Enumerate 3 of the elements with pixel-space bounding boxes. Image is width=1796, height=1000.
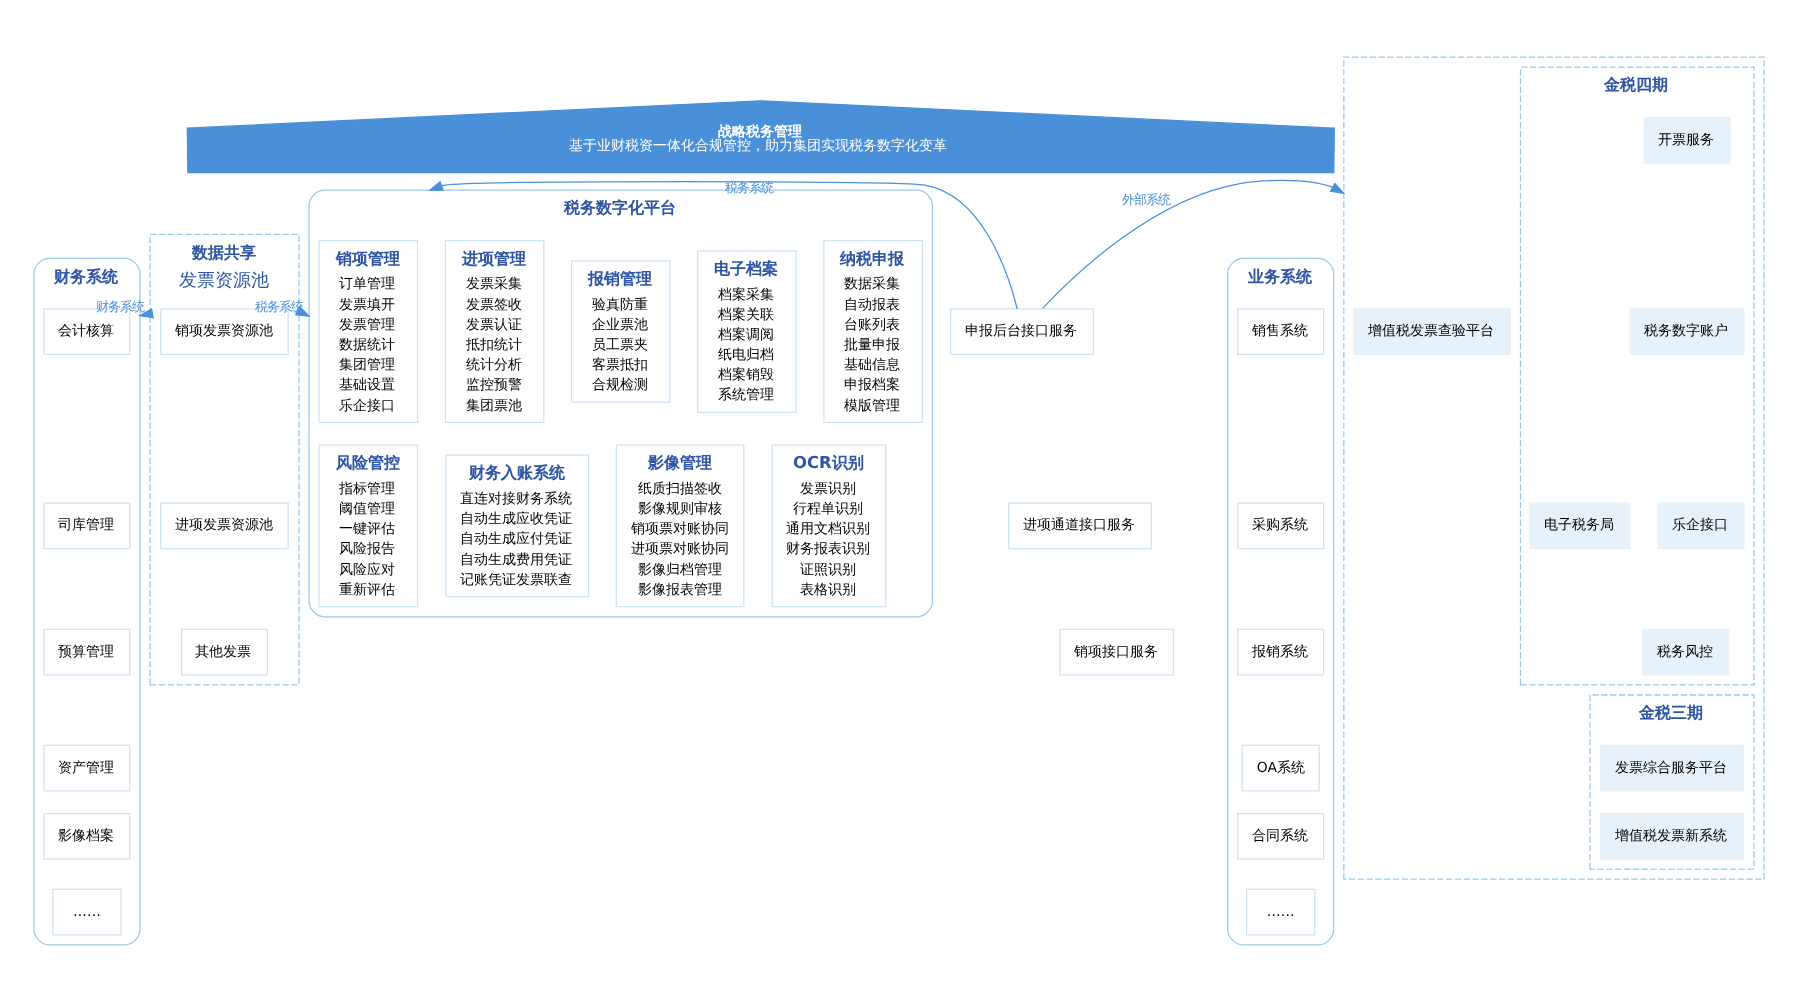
arrow [426, 179, 1017, 309]
cluster [1342, 55, 1764, 879]
arrow [1041, 178, 1345, 308]
